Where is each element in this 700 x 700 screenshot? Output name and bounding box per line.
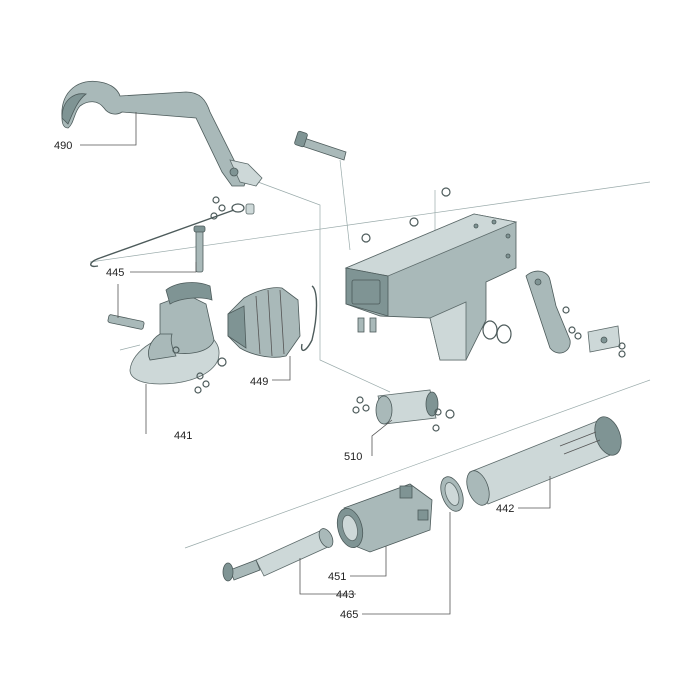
- label-465: 465: [340, 609, 358, 621]
- brake-rod: [90, 203, 245, 268]
- part-443-push-rod: [222, 528, 334, 582]
- part-441-coupling-head: [129, 282, 227, 394]
- label-443: 443: [336, 589, 354, 601]
- part-442-tube: [466, 416, 622, 506]
- part-490-handbrake-lever: [61, 80, 263, 187]
- lever-arm-right: [525, 270, 626, 358]
- washers-right: [482, 320, 512, 344]
- part-445-bolts: [107, 225, 206, 330]
- drawbar-housing: [344, 213, 518, 361]
- label-445: 445: [106, 267, 124, 279]
- label-449: 449: [250, 376, 268, 388]
- leader-lines: [80, 112, 551, 615]
- perspective-guides: [89, 159, 651, 549]
- label-490: 490: [54, 140, 72, 152]
- part-449-bellows: [227, 285, 318, 358]
- top-bolt: [294, 130, 347, 161]
- label-510: 510: [344, 451, 362, 463]
- part-510-damper: [352, 389, 455, 432]
- label-451: 451: [328, 571, 346, 583]
- label-441: 441: [174, 430, 192, 442]
- label-442: 442: [496, 503, 514, 515]
- part-451-bearing-housing: [336, 483, 433, 553]
- part-465-ring: [440, 476, 464, 512]
- small-hardware-upper: [210, 187, 451, 243]
